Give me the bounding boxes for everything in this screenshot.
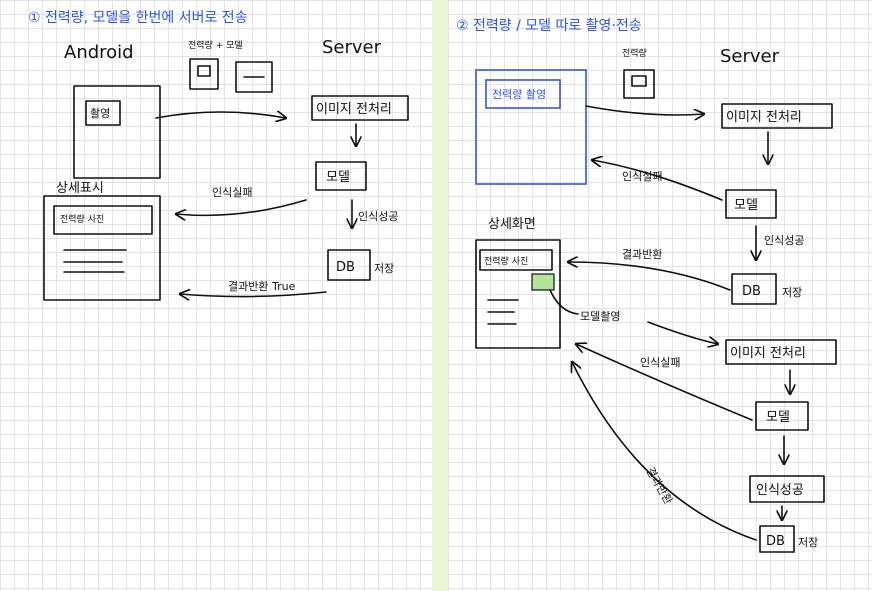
right-preprocess-box	[721, 103, 833, 129]
left-db-box	[327, 249, 371, 281]
model-plate-icon	[235, 61, 273, 93]
left-db-label: DB	[336, 260, 355, 275]
left-result-label: 결과반환 True	[228, 280, 296, 293]
left-fail-label: 인식실패	[212, 186, 252, 199]
right-detail-photo-box	[479, 249, 553, 271]
right-model-box	[725, 189, 777, 219]
right-model-label-2: 모델	[766, 410, 790, 425]
right-success-box-2	[749, 475, 825, 503]
right-result-label: 결과반환	[622, 248, 662, 261]
right-model-box-2	[755, 401, 809, 431]
right-model-label: 모델	[734, 198, 758, 213]
left-arrow-result	[180, 292, 327, 297]
left-success-label: 인식성공	[358, 210, 398, 223]
left-icon-caption: 전력량 + 모델	[188, 39, 243, 51]
meter-icon	[189, 58, 219, 90]
right-arrow-result-2	[572, 362, 757, 541]
left-title: ① 전력량, 모델을 한번에 서버로 전송	[28, 10, 248, 26]
model-capture-highlight[interactable]	[531, 273, 555, 291]
right-arrow-fail-2	[576, 344, 753, 421]
right-server-label: Server	[720, 46, 780, 67]
left-model-box	[315, 161, 367, 191]
left-capture-label: 촬영	[90, 107, 110, 120]
right-db-box-2	[759, 525, 795, 553]
left-phone-frame	[73, 85, 161, 179]
right-fail-label-2: 인식실패	[640, 356, 680, 369]
left-detail-title: 상세표시	[56, 181, 104, 196]
right-arrow-model-capture	[549, 289, 718, 344]
left-preprocess-label: 이미지 전처리	[316, 102, 392, 117]
left-preprocess-box	[311, 95, 409, 121]
right-db-suffix-2: 저장	[798, 536, 818, 549]
right-preprocess-label: 이미지 전처리	[726, 110, 802, 125]
left-detail-lines	[63, 249, 127, 273]
model-capture-label: 모델촬영	[580, 310, 620, 323]
left-android-label: Android	[64, 42, 134, 63]
left-arrow-capture-server	[155, 112, 286, 118]
left-detail-photo-box	[53, 205, 153, 235]
left-detail-photo-label: 전력량 사진	[60, 213, 104, 225]
right-result-label-2: 결과반환	[643, 465, 675, 507]
right-arrow-capture-server	[585, 105, 704, 115]
right-db-suffix: 저장	[782, 286, 802, 299]
page-divider	[432, 0, 448, 591]
right-success-label: 인식성공	[764, 234, 804, 247]
right-detail-title: 상세화면	[488, 217, 536, 232]
right-meter-icon	[623, 69, 655, 99]
right-arrow-fail	[592, 160, 723, 201]
right-phone-frame	[475, 69, 587, 185]
right-db-box	[731, 273, 777, 305]
right-detail-photo-label: 전력량 사진	[484, 255, 528, 267]
left-model-label: 모델	[326, 170, 350, 185]
right-preprocess-box-2	[725, 339, 837, 365]
right-icon-caption: 전력량	[622, 47, 647, 59]
right-db-label-2: DB	[766, 534, 785, 549]
right-fail-label: 인식실패	[622, 170, 662, 183]
left-arrow-fail	[176, 199, 307, 215]
left-capture-box[interactable]	[85, 100, 121, 126]
left-server-label: Server	[322, 37, 382, 58]
right-detail-screen	[475, 239, 561, 349]
right-success-label-2: 인식성공	[756, 483, 804, 498]
right-title: ② 전력량 / 모델 따로 촬영·전송	[456, 18, 642, 34]
right-capture-box[interactable]	[485, 79, 561, 109]
right-arrow-result	[568, 262, 731, 291]
right-db-label: DB	[742, 284, 761, 299]
left-detail-screen	[43, 195, 161, 301]
right-preprocess-label-2: 이미지 전처리	[730, 346, 806, 361]
right-capture-label: 전력량 촬영	[492, 88, 546, 101]
left-db-suffix: 저장	[374, 262, 394, 275]
right-detail-lines	[487, 299, 519, 325]
